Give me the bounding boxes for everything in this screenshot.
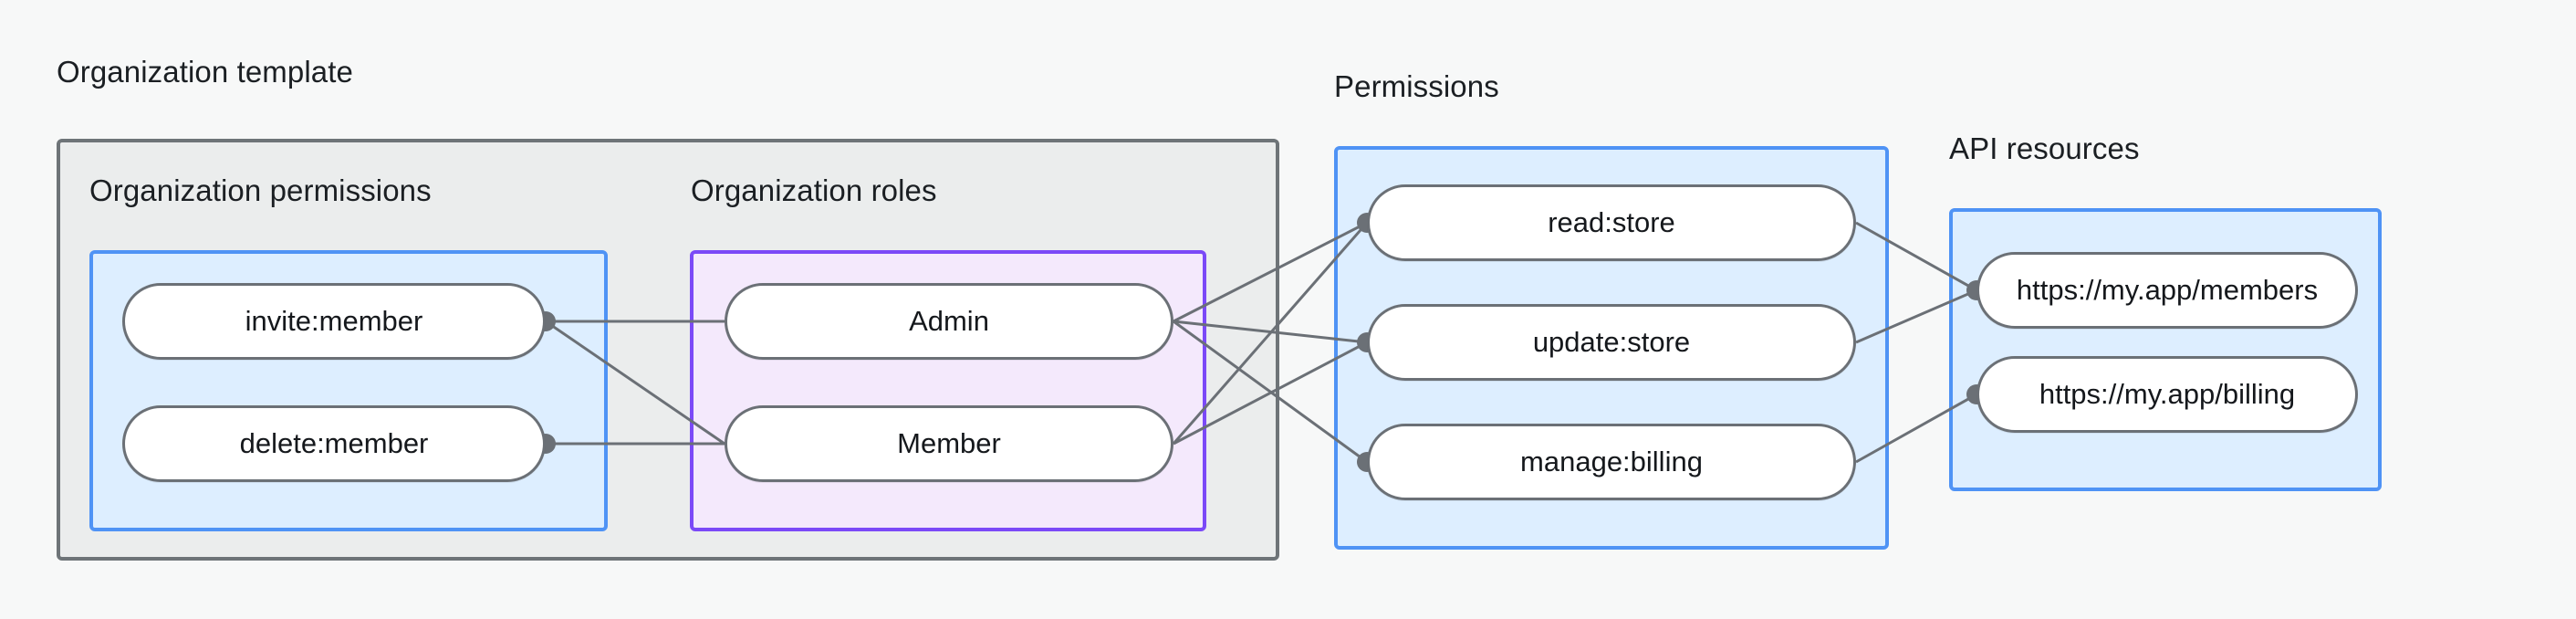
node-delete-member[interactable]: delete:member [122, 405, 546, 482]
node-member[interactable]: Member [725, 405, 1173, 482]
node-label: https://my.app/billing [2039, 378, 2296, 410]
group-label-organization-permissions: Organization permissions [89, 173, 432, 207]
node-label: update:store [1532, 326, 1691, 358]
group-label-organization-template: Organization template [57, 55, 353, 89]
group-label-permissions: Permissions [1334, 69, 1499, 103]
node-label: read:store [1548, 206, 1675, 238]
node-read-store[interactable]: read:store [1367, 184, 1856, 261]
node-billing-endpoint[interactable]: https://my.app/billing [1976, 356, 2358, 433]
group-label-api-resources: API resources [1949, 131, 2140, 165]
group-label-organization-roles: Organization roles [691, 173, 937, 207]
node-admin[interactable]: Admin [725, 283, 1173, 360]
node-members-endpoint[interactable]: https://my.app/members [1976, 252, 2358, 329]
node-update-store[interactable]: update:store [1367, 304, 1856, 381]
node-label: Admin [909, 305, 989, 337]
node-label: Member [897, 427, 1001, 459]
node-label: delete:member [239, 427, 429, 459]
node-label: manage:billing [1520, 446, 1703, 477]
node-label: https://my.app/members [2016, 274, 2319, 306]
group-api-resources [1949, 208, 2382, 491]
node-label: invite:member [245, 305, 423, 337]
node-invite-member[interactable]: invite:member [122, 283, 546, 360]
node-manage-billing[interactable]: manage:billing [1367, 424, 1856, 500]
